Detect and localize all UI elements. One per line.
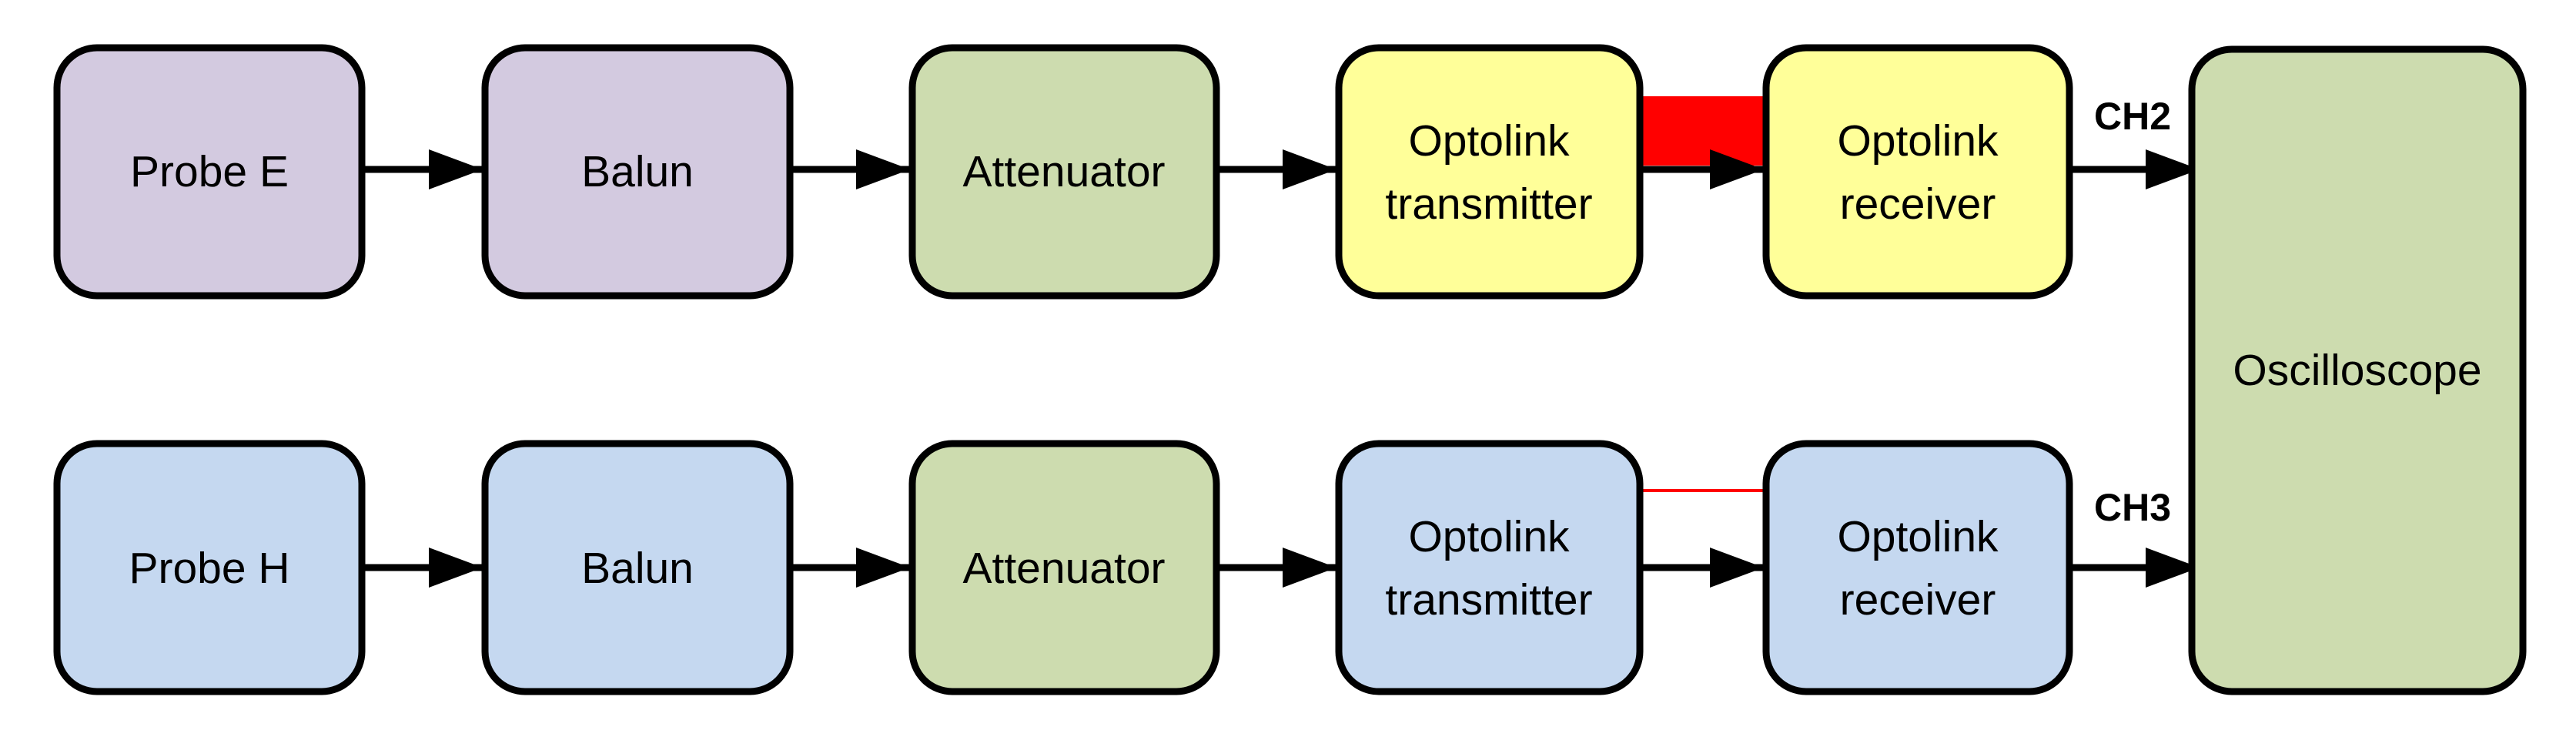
probe-e-block: Probe E: [53, 44, 366, 300]
attenuator-e-label: Attenuator: [962, 147, 1165, 196]
optolink-transmitter-e-block: Optolink transmitter: [1335, 44, 1644, 300]
optolink-receiver-e-block: Optolink receiver: [1762, 44, 2073, 300]
optical-link-e: [1640, 96, 1763, 166]
balun-e-block: Balun: [481, 44, 794, 300]
tx-e-label-line1: Optolink: [1408, 116, 1570, 166]
tx-e-label-line2: transmitter: [1385, 179, 1592, 229]
attenuator-h-label: Attenuator: [962, 544, 1165, 593]
balun-h-block: Balun: [481, 440, 794, 695]
ch2-label: CH2: [2094, 95, 2171, 138]
probe-h-label: Probe H: [129, 544, 289, 593]
attenuator-h-block: Attenuator: [908, 440, 1220, 695]
balun-h-label: Balun: [581, 544, 694, 593]
optolink-receiver-h-block: Optolink receiver: [1762, 440, 2073, 695]
rx-e-label-line2: receiver: [1840, 179, 1996, 229]
balun-e-label: Balun: [581, 147, 694, 196]
rx-h-label-line1: Optolink: [1837, 512, 1999, 561]
attenuator-e-block: Attenuator: [908, 44, 1220, 300]
probe-h-block: Probe H: [53, 440, 366, 695]
rx-h-label-line2: receiver: [1840, 575, 1996, 625]
tx-h-label-line2: transmitter: [1385, 575, 1592, 625]
tx-h-label-line1: Optolink: [1408, 512, 1570, 561]
oscilloscope-block: Oscilloscope: [2188, 45, 2527, 695]
oscilloscope-label: Oscilloscope: [2233, 346, 2481, 395]
probe-e-label: Probe E: [130, 147, 289, 196]
ch3-label: CH3: [2094, 486, 2171, 529]
rx-e-label-line1: Optolink: [1837, 116, 1999, 166]
optolink-transmitter-h-block: Optolink transmitter: [1335, 440, 1644, 695]
